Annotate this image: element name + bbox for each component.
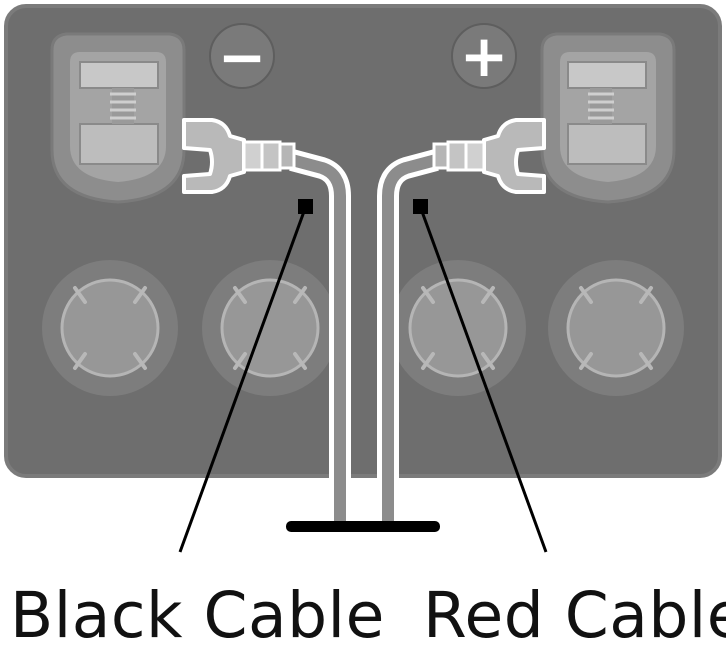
positive-terminal-icon: + [451, 22, 517, 90]
spade-connector-icon [432, 118, 546, 194]
black-cable-leader-line [178, 205, 308, 553]
socket-4 [548, 260, 684, 396]
socket-2 [202, 260, 338, 396]
negative-terminal-icon: − [209, 23, 275, 91]
red-cable-label: Red Cable [423, 579, 726, 652]
left-terminal-housing [50, 32, 186, 204]
socket-3 [390, 260, 526, 396]
socket-1 [42, 260, 178, 396]
spade-connector-icon [182, 118, 296, 194]
negative-symbol: − [218, 23, 267, 91]
red-cable [377, 149, 439, 525]
right-terminal-housing [540, 32, 676, 204]
black-cable [289, 149, 351, 525]
positive-symbol: + [460, 22, 509, 90]
base-bar [286, 521, 440, 532]
black-cable-label: Black Cable [10, 579, 385, 652]
red-cable-leader-line [418, 205, 548, 553]
